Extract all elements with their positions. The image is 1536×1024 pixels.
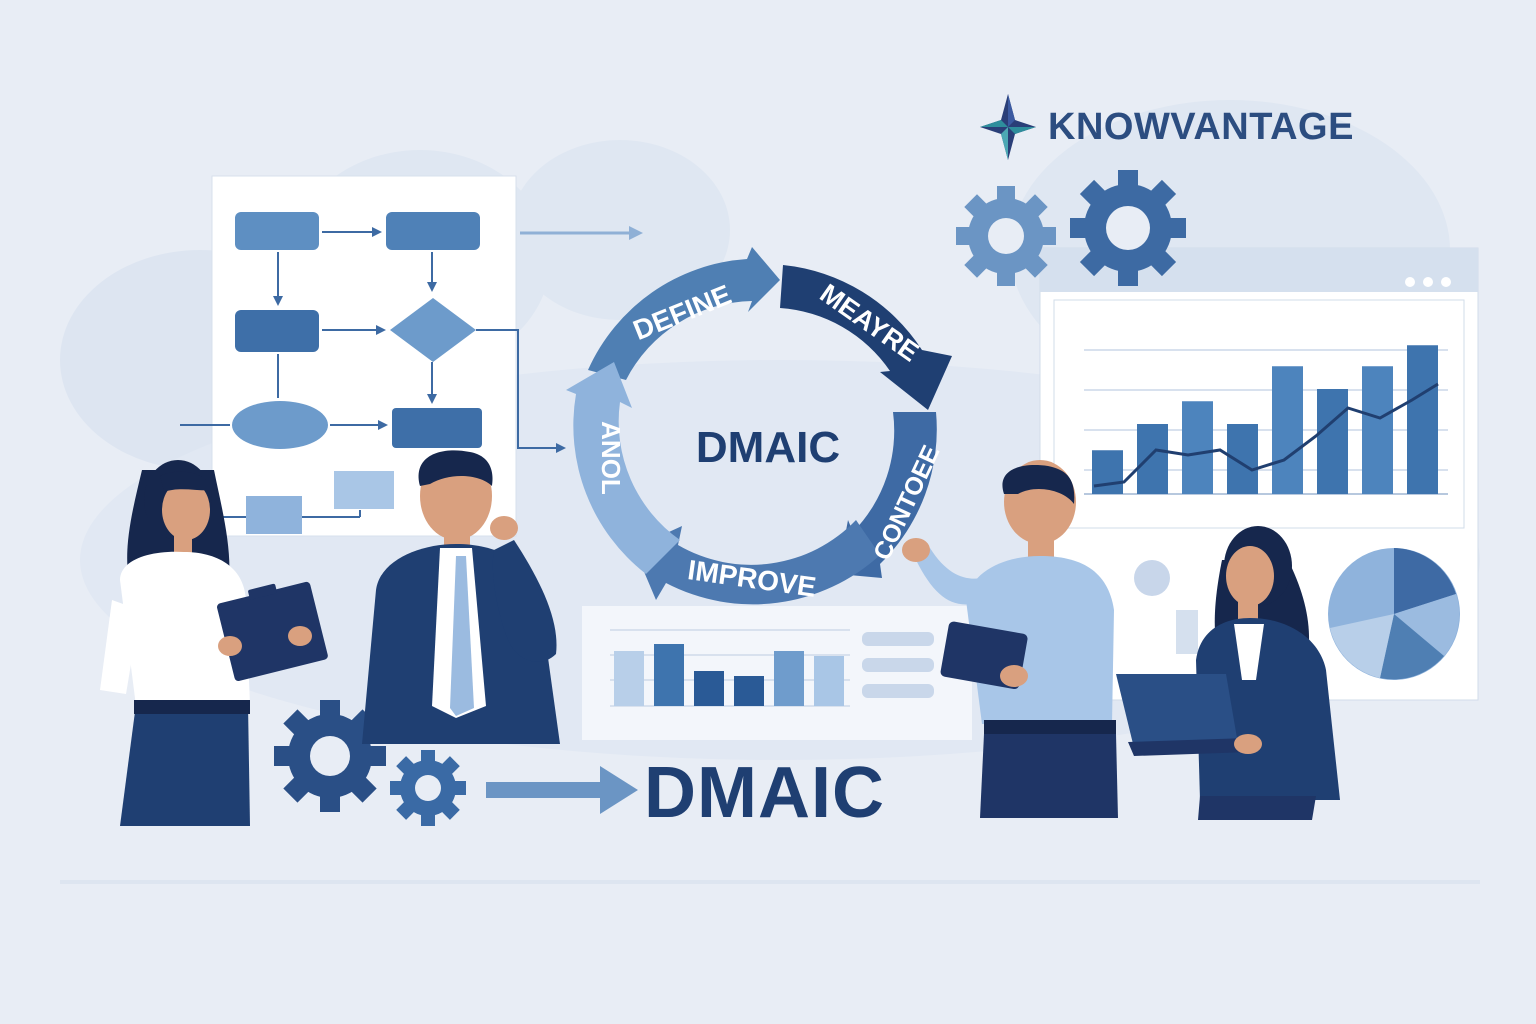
- person-woman-clipboard: [100, 460, 328, 826]
- window-dot: [1423, 277, 1433, 287]
- mini-bar: [814, 656, 844, 706]
- mini-bar: [654, 644, 684, 706]
- mini-list-row: [862, 632, 934, 646]
- process-box: [392, 408, 482, 448]
- gear-icon: [956, 186, 1056, 286]
- process-box: [235, 212, 319, 250]
- dashboard-bar: [1407, 345, 1438, 494]
- trend-line: [1093, 382, 1439, 488]
- brand-logo: KNOWVANTAGE: [978, 92, 1354, 162]
- dashboard-bar: [1317, 389, 1348, 494]
- gears-bottom: [274, 700, 638, 826]
- window-dot: [1405, 277, 1415, 287]
- pie-chart: [1328, 548, 1460, 680]
- gear-icon: [390, 750, 466, 826]
- person-woman-laptop: [1116, 526, 1340, 820]
- mini-bar: [694, 671, 724, 706]
- mini-bar: [734, 676, 764, 706]
- dashboard-bar: [1182, 401, 1213, 494]
- process-box: [246, 496, 302, 534]
- dmaic-footer-label: DMAIC: [644, 753, 885, 833]
- dashboard-bar-series: [1092, 345, 1438, 494]
- mini-list-row: [862, 658, 934, 672]
- process-box: [334, 471, 394, 509]
- improve-arrow: [634, 520, 880, 605]
- gear-icon: [274, 700, 386, 812]
- cycle-center-label: DMAIC: [696, 423, 840, 472]
- mini-bar-series: [614, 644, 844, 706]
- decision-diamond: [390, 298, 476, 362]
- kpi-bar: [1176, 610, 1198, 654]
- clipboard: [217, 581, 328, 682]
- window-dot: [1441, 277, 1451, 287]
- mini-chart-panel: [582, 606, 972, 740]
- brand-name: KNOWVANTAGE: [1048, 105, 1354, 148]
- dashboard-bar: [1137, 424, 1168, 494]
- process-box: [235, 310, 319, 352]
- phase-label-analyze: ANOL: [596, 421, 626, 495]
- gear-icon: [1070, 170, 1186, 286]
- mini-bar: [774, 651, 804, 706]
- person-man-tablet: [902, 460, 1118, 818]
- kpi-circle: [1134, 560, 1170, 596]
- mini-bar: [614, 651, 644, 706]
- person-man-thinking: [362, 450, 560, 744]
- gears-top: [956, 170, 1186, 286]
- process-box: [386, 212, 480, 250]
- laptop: [1116, 674, 1250, 756]
- flowchart-panel: [180, 175, 643, 537]
- mini-list-row: [862, 684, 934, 698]
- four-point-star-icon: [980, 94, 1036, 160]
- start-end-ellipse: [232, 401, 328, 449]
- define-arrow: [588, 247, 780, 380]
- dashboard-bar: [1092, 450, 1123, 494]
- phase-label-measure: MEAYRE: [815, 278, 925, 367]
- analyze-arrow: [566, 362, 680, 574]
- right-arrow-icon: [486, 766, 638, 814]
- measure-arrow: [780, 265, 952, 410]
- dashboard-bar: [1362, 366, 1393, 494]
- dashboard-bar: [1272, 366, 1303, 494]
